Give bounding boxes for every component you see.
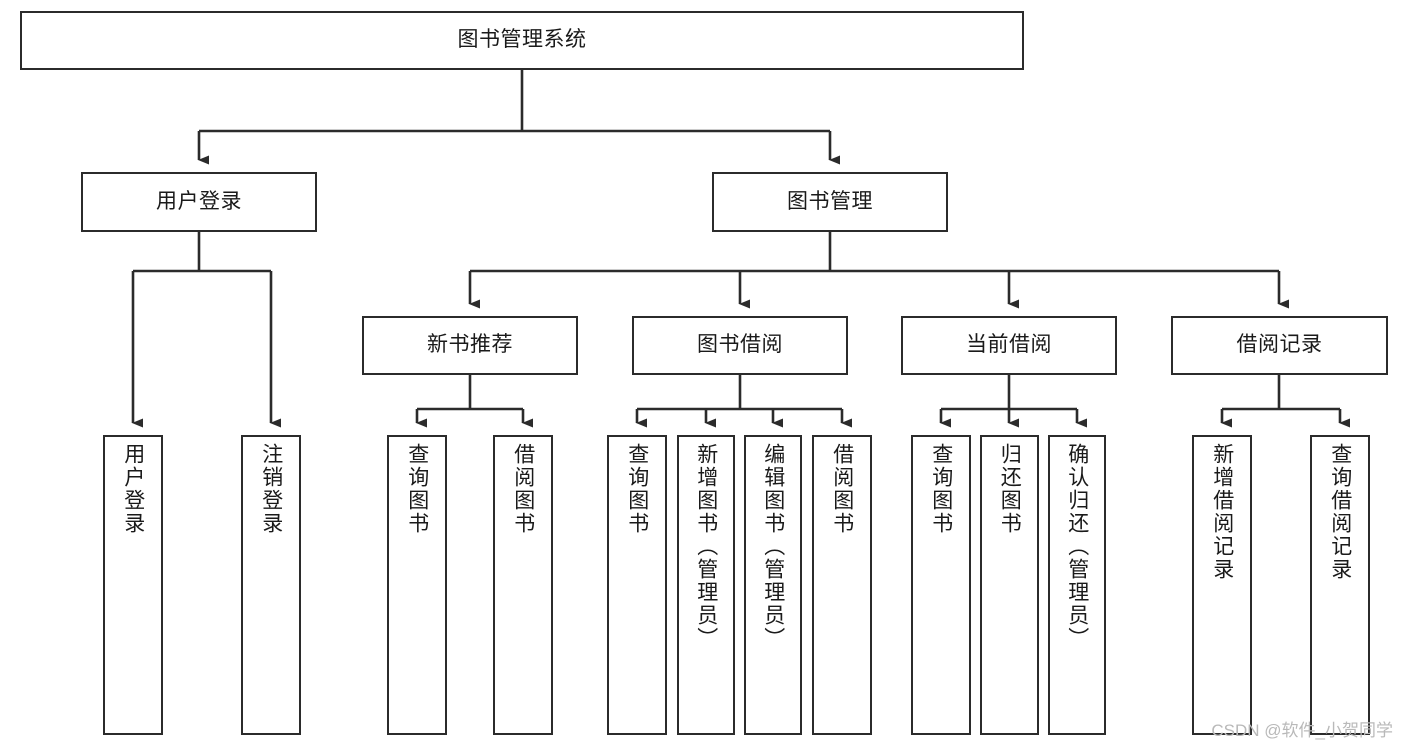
node-leaf-borrow-book-1-label: 借阅图书 [511,443,535,535]
node-leaf-user-login-label: 用户登录 [121,443,145,535]
node-leaf-borrow-book-1[interactable]: 借阅图书 [493,435,553,735]
node-user-login[interactable]: 用户登录 [81,172,317,232]
node-leaf-query-book-1-label: 查询图书 [405,443,429,535]
node-leaf-edit-book-label: 编辑图书（管理员） [761,443,785,650]
node-root-label: 图书管理系统 [457,28,587,52]
node-book-manage[interactable]: 图书管理 [712,172,948,232]
node-borrow-record-label: 借阅记录 [1236,333,1323,357]
node-borrow-record[interactable]: 借阅记录 [1171,316,1388,375]
node-book-borrow-label: 图书借阅 [697,333,783,357]
node-leaf-query-book-3-label: 查询图书 [929,443,953,535]
node-leaf-query-book-1[interactable]: 查询图书 [387,435,447,735]
node-user-login-label: 用户登录 [156,189,242,213]
node-leaf-query-book-2-label: 查询图书 [625,443,649,535]
node-book-manage-label: 图书管理 [787,189,873,213]
node-leaf-query-book-2[interactable]: 查询图书 [607,435,667,735]
node-leaf-confirm-return[interactable]: 确认归还（管理员） [1048,435,1106,735]
node-book-borrow[interactable]: 图书借阅 [632,316,848,375]
node-leaf-user-logout-label: 注销登录 [259,443,283,535]
node-leaf-borrow-book-2[interactable]: 借阅图书 [812,435,872,735]
node-new-book-rec[interactable]: 新书推荐 [362,316,578,375]
node-leaf-edit-book[interactable]: 编辑图书（管理员） [744,435,802,735]
watermark-text: CSDN @软件_小贺同学 [1211,721,1393,740]
node-leaf-add-record[interactable]: 新增借阅记录 [1192,435,1252,735]
node-leaf-add-record-label: 新增借阅记录 [1210,443,1234,581]
node-leaf-borrow-book-2-label: 借阅图书 [830,443,854,535]
node-leaf-add-book[interactable]: 新增图书（管理员） [677,435,735,735]
node-current-borrow[interactable]: 当前借阅 [901,316,1117,375]
node-leaf-return-book-label: 归还图书 [998,443,1022,535]
node-leaf-add-book-label: 新增图书（管理员） [694,443,718,650]
node-leaf-user-login[interactable]: 用户登录 [103,435,163,735]
node-leaf-query-record[interactable]: 查询借阅记录 [1310,435,1370,735]
node-current-borrow-label: 当前借阅 [966,333,1052,357]
node-leaf-return-book[interactable]: 归还图书 [980,435,1039,735]
node-root[interactable]: 图书管理系统 [20,11,1024,70]
node-leaf-query-record-label: 查询借阅记录 [1328,443,1352,581]
node-leaf-query-book-3[interactable]: 查询图书 [911,435,971,735]
node-leaf-user-logout[interactable]: 注销登录 [241,435,301,735]
node-new-book-rec-label: 新书推荐 [427,333,513,357]
node-leaf-confirm-return-label: 确认归还（管理员） [1065,443,1089,650]
